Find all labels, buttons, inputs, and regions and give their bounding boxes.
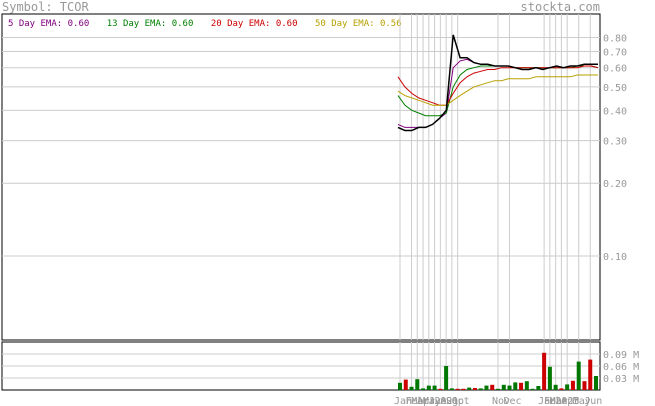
volume-bar [513,382,518,390]
legend-ema13: 13 Day EMA: 0.60 [106,19,194,29]
volume-bar [409,386,414,390]
x-tick-label: Sep [446,396,464,406]
volume-bar [519,382,524,390]
axis-labels-group: 0.800.700.600.500.400.300.200.10JanFebMa… [394,33,639,406]
ema-legend: 5 Day EMA: 0.60 13 Day EMA: 0.60 20 Day … [8,19,414,29]
volume-tick-label: 0.09 M [603,350,639,361]
price-series-group [397,34,599,132]
x-tick-label: May [573,396,591,406]
volume-bar [507,385,512,390]
volume-bar [398,382,402,390]
volume-bar [542,352,547,390]
volume-bar [467,387,472,390]
volume-bar [576,361,581,390]
volume-bar [565,384,570,390]
x-tick-label: Dec [504,396,522,406]
volume-bar [536,386,541,390]
volume-tick-label: 0.03 M [603,374,639,385]
volume-bar [582,381,587,390]
volume-bars-group [398,352,598,390]
volume-bar [547,366,552,390]
price-tick-label: 0.70 [603,47,627,58]
ema-line-50d [397,74,598,106]
volume-bar [553,384,558,390]
symbol-label: Symbol: TCOR [2,0,89,14]
price-line [397,34,598,132]
x-tick-label: Oct [452,396,470,406]
price-tick-label: 0.20 [603,179,627,190]
price-tick-label: 0.30 [603,137,627,148]
chart-grid [2,14,600,390]
volume-bar [438,388,443,390]
volume-bar [588,359,593,390]
x-tick-label: Apr [417,396,435,406]
volume-bar [496,388,500,390]
volume-bar [530,388,535,390]
x-tick-label: May [423,396,441,406]
volume-bar [455,388,460,390]
price-tick-label: 0.40 [603,106,627,117]
x-tick-label: Mar [550,396,568,406]
x-tick-label: Jun [584,396,602,406]
volume-bar [501,384,506,390]
volume-bar [594,376,598,390]
volume-bar [415,379,420,390]
price-tick-label: 0.10 [603,252,627,263]
volume-bar [432,385,437,390]
volume-bar [478,388,483,390]
volume-bar [444,366,449,390]
volume-bar [449,388,454,390]
volume-bar [461,388,466,390]
x-tick-label: 2021 [434,396,458,406]
price-tick-label: 0.80 [603,33,627,44]
x-tick-label: Jan [538,396,556,406]
legend-ema20: 20 Day EMA: 0.60 [210,19,298,29]
site-logo[interactable]: stockta.com [520,0,600,14]
volume-bar [426,385,431,390]
price-tick-label: 0.60 [603,64,627,75]
x-tick-label: Feb [406,396,424,406]
volume-bar [570,380,575,390]
x-tick-label: Jun [429,396,447,406]
volume-bar [524,381,529,390]
x-tick-label: Mar [411,396,429,406]
chart-frame [1,13,601,391]
x-tick-label: 2025 [555,396,579,406]
volume-tick-label: 0.06 M [603,362,639,373]
volume-bar [490,384,495,390]
volume-bar [421,388,426,390]
volume-bar [484,385,489,390]
x-tick-label: Aug [440,396,458,406]
price-panel-frame [1,13,601,341]
x-tick-label: Jan [394,396,412,406]
x-tick-label: Feb [544,396,562,406]
x-tick-label: Apr [561,396,579,406]
legend-ema5: 5 Day EMA: 0.60 [8,19,90,29]
volume-bar [559,388,564,390]
x-tick-label: Nov [492,396,510,406]
legend-ema50: 50 Day EMA: 0.56 [314,19,402,29]
price-tick-label: 0.50 [603,83,627,94]
volume-bar [403,379,408,390]
volume-bar [472,388,477,390]
